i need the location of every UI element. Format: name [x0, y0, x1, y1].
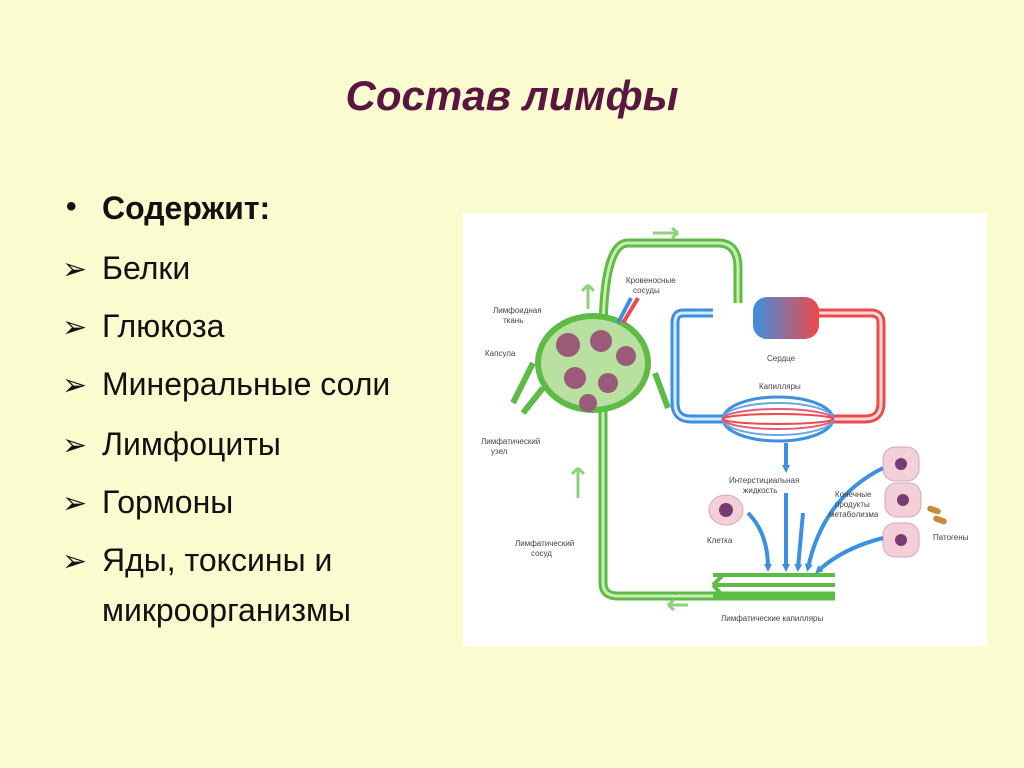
arrow-marker-icon: ➢	[62, 429, 88, 462]
label-products: Конечные	[835, 490, 872, 499]
label-blood-vessels: Кровеносные	[626, 276, 676, 285]
label-blood-vessels-2: сосуды	[633, 286, 660, 295]
label-node: Лимфатический	[481, 437, 540, 446]
artery-path	[813, 308, 886, 424]
list-item-text: Белки	[102, 250, 191, 286]
interstitial-flow	[746, 466, 884, 574]
arrow-marker-icon: ➢	[62, 487, 88, 520]
intro-text: Содержит:	[102, 190, 271, 226]
lymph-node	[510, 296, 671, 415]
diagram-svg: Кровеносные сосуды Лимфоидная ткань Капс…	[481, 226, 969, 623]
label-pathogens: Патогены	[933, 533, 969, 542]
bullet-marker: •	[66, 190, 77, 223]
label-heart: Сердце	[767, 354, 796, 363]
list-item-text: Лимфоциты	[102, 426, 281, 462]
label-interstitial: Интерстициальная	[729, 476, 799, 485]
arrow-marker-icon: ➢	[62, 369, 88, 402]
label-interstitial-2: жидкость	[743, 486, 777, 495]
label-capillaries: Капилляры	[759, 382, 801, 391]
list-item-text: микроорганизмы	[102, 592, 352, 628]
diagram-labels: Кровеносные сосуды Лимфоидная ткань Капс…	[481, 276, 969, 623]
label-capsule: Капсула	[485, 349, 516, 358]
label-node-2: узел	[491, 447, 508, 456]
label-products-3: метаболизма	[829, 510, 879, 519]
tissue-cells	[708, 446, 947, 558]
list-item-text: Глюкоза	[102, 308, 225, 344]
pathogen-shape	[927, 505, 941, 515]
label-lymphoid-2: ткань	[503, 316, 523, 325]
vein-path	[670, 308, 725, 424]
capillary-bed	[721, 395, 835, 443]
label-products-2: продукты	[835, 500, 870, 509]
list-item-text: Гормоны	[102, 484, 234, 520]
blood-circuit	[670, 297, 886, 473]
label-cell: Клетка	[707, 536, 733, 545]
page-title: Состав лимфы	[345, 72, 679, 119]
label-vessel: Лимфатический	[515, 539, 574, 548]
label-lymph-capillaries: Лимфатические капилляры	[721, 614, 824, 623]
lymph-vessel	[570, 226, 835, 612]
list-item-text: Яды, токсины и	[102, 542, 333, 578]
pathogen-shape	[933, 515, 947, 525]
arrow-marker-icon: ➢	[62, 311, 88, 344]
label-lymphoid: Лимфоидная	[493, 306, 542, 315]
arrow-marker-icon: ➢	[62, 545, 88, 578]
lymph-circulation-diagram: Кровеносные сосуды Лимфоидная ткань Капс…	[463, 213, 987, 646]
label-vessel-2: сосуд	[531, 549, 552, 558]
arrow-marker-icon: ➢	[62, 253, 88, 286]
list-item-text: Минеральные соли	[102, 366, 391, 402]
heart-shape	[753, 297, 819, 339]
